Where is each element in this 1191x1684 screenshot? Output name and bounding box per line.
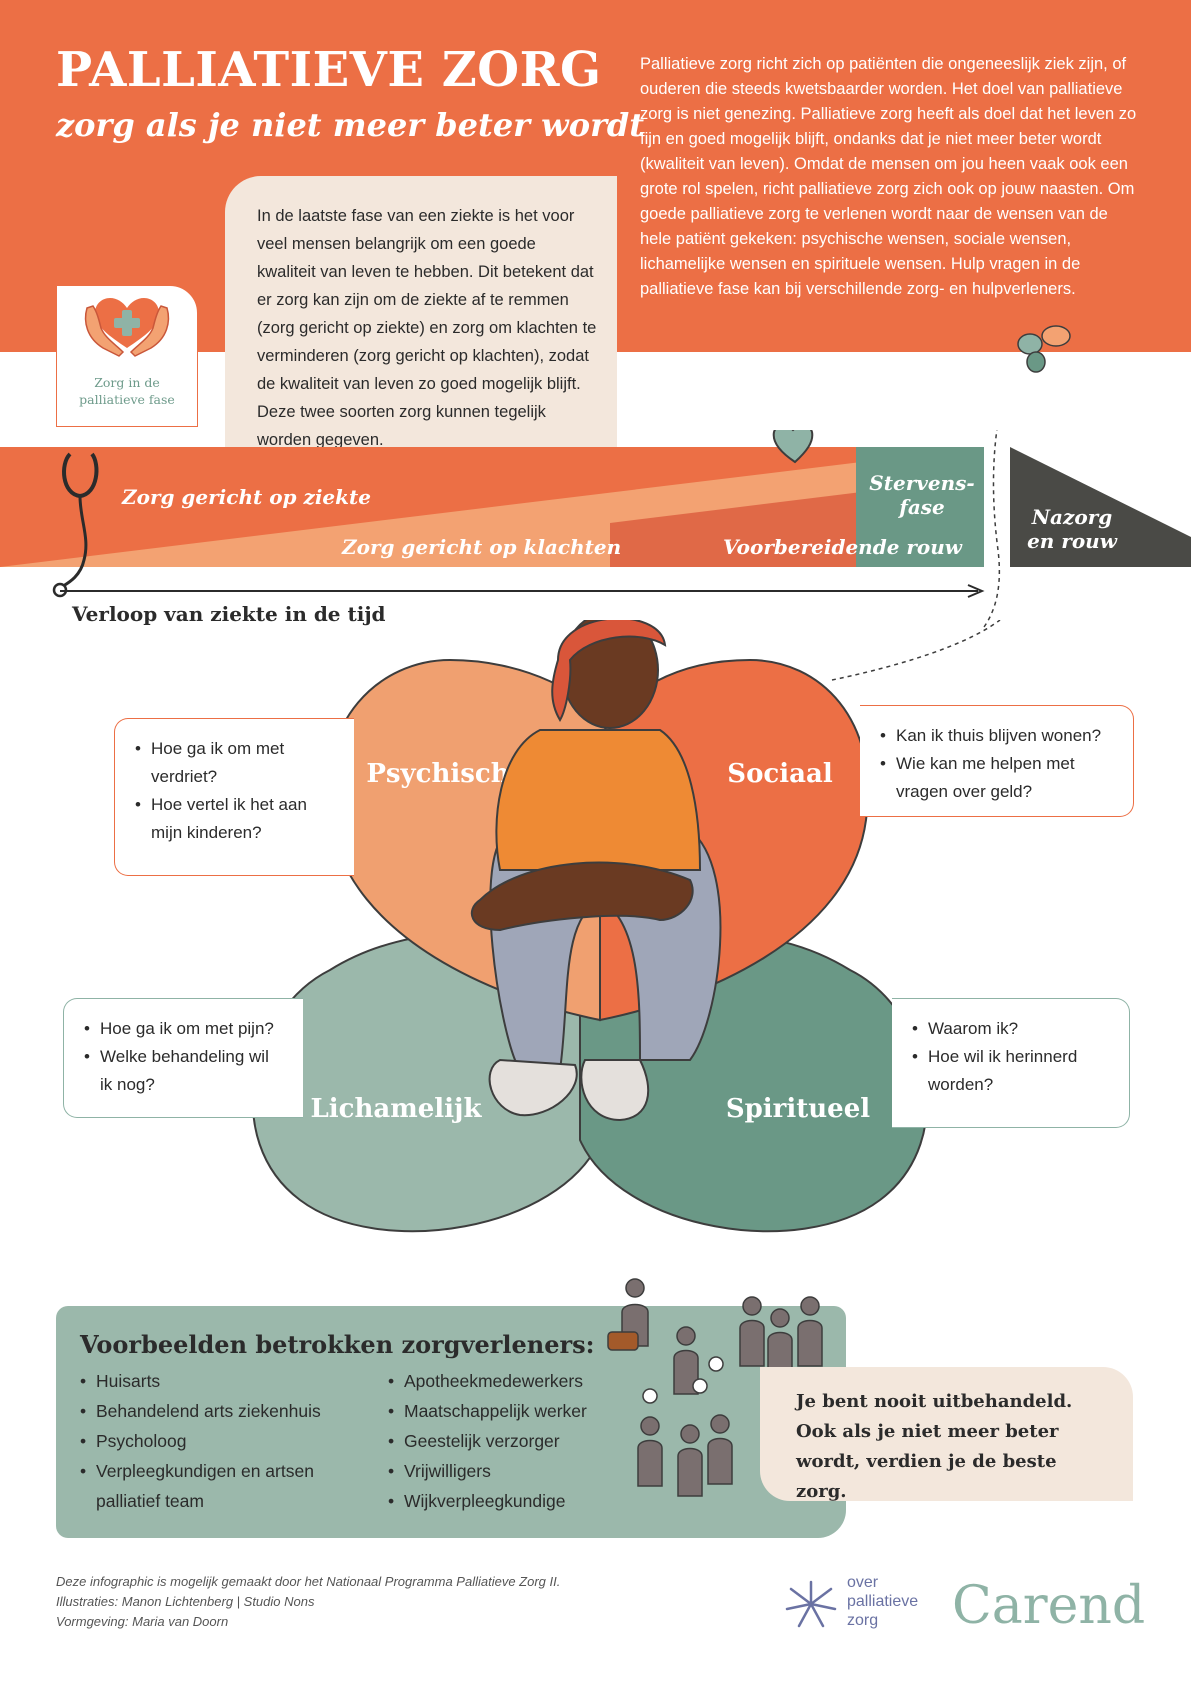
four-dimensions-diagram: Psychisch Sociaal Lichamelijk Spiritueel bbox=[252, 620, 1001, 1233]
care-timeline: Zorg gericht op ziekte Zorg gericht op k… bbox=[0, 430, 1191, 630]
credits: Deze infographic is mogelijk gemaakt doo… bbox=[56, 1572, 560, 1632]
care-provider-item: Psycholoog bbox=[80, 1426, 370, 1456]
opz-star-icon bbox=[785, 1580, 837, 1628]
care-provider-item: Behandelend arts ziekenhuis bbox=[80, 1396, 370, 1426]
butterfly-icon bbox=[1017, 325, 1071, 373]
psychisch-questions-box: Hoe ga ik om met verdriet? Hoe vertel ik… bbox=[114, 718, 354, 876]
lichamelijk-question: Hoe ga ik om met pijn? bbox=[84, 1015, 285, 1043]
timeline-aftercare-label-1: Nazorg bbox=[1031, 505, 1112, 529]
care-provider-item: Maatschappelijk werker bbox=[388, 1396, 648, 1426]
psychisch-question: Hoe vertel ik het aan mijn kinderen? bbox=[135, 791, 336, 847]
sociaal-connector-line bbox=[831, 620, 1001, 681]
spiritueel-label: Spiritueel bbox=[726, 1094, 870, 1124]
care-providers-title: Voorbeelden betrokken zorgverleners: bbox=[80, 1330, 595, 1359]
lichamelijk-label: Lichamelijk bbox=[311, 1094, 483, 1124]
spiritueel-question: Waarom ik? bbox=[912, 1015, 1111, 1043]
timeline-dying-phase-label-2: fase bbox=[897, 495, 945, 519]
spiritueel-questions-box: Waarom ik? Hoe wil ik herinnerd worden? bbox=[892, 998, 1130, 1128]
woman-right-shoe bbox=[580, 1059, 650, 1122]
care-providers-list-1: Huisarts Behandelend arts ziekenhuis Psy… bbox=[80, 1366, 370, 1516]
timeline-caption: Verloop van ziekte in de tijd bbox=[72, 602, 386, 626]
woman-left-shoe bbox=[488, 1058, 578, 1117]
woman-torso bbox=[495, 729, 702, 871]
sociaal-question: Kan ik thuis blijven wonen? bbox=[880, 722, 1115, 750]
sociaal-label: Sociaal bbox=[727, 759, 833, 789]
doctor-with-bag-icon bbox=[607, 1278, 649, 1351]
care-provider-item: Vrijwilligers bbox=[388, 1456, 648, 1486]
credit-line: Illustraties: Manon Lichtenberg | Studio… bbox=[56, 1594, 315, 1609]
lichamelijk-question: Welke behandeling wil ik nog? bbox=[84, 1043, 285, 1099]
care-provider-item: Apotheekmedewerkers bbox=[388, 1366, 648, 1396]
psychisch-label: Psychisch bbox=[366, 759, 509, 789]
spiritueel-question: Hoe wil ik herinnerd worden? bbox=[912, 1043, 1111, 1099]
closing-quote-card: Je bent nooit uitbehandeld. Ook als je n… bbox=[760, 1367, 1133, 1502]
care-provider-item: Geestelijk verzorger bbox=[388, 1426, 648, 1456]
opz-logo-text: over palliatieve zorg bbox=[847, 1574, 919, 1629]
woman-arms bbox=[470, 861, 694, 932]
butterfly-flight-path bbox=[980, 430, 1001, 630]
credit-line: Vormgeving: Maria van Doorn bbox=[56, 1614, 229, 1629]
lichamelijk-questions-box: Hoe ga ik om met pijn? Welke behandeling… bbox=[63, 998, 303, 1118]
timeline-anticipatory-grief-label: Voorbereidende rouw bbox=[723, 535, 963, 559]
credit-line: Deze infographic is mogelijk gemaakt doo… bbox=[56, 1574, 561, 1589]
logo-card-label: Zorg in de palliatieve fase bbox=[79, 375, 175, 407]
heart-icon bbox=[772, 430, 814, 464]
aftercare-block bbox=[1010, 447, 1191, 567]
care-provider-item: Wijkverpleegkundige bbox=[388, 1486, 648, 1516]
dying-phase-block bbox=[856, 447, 984, 567]
palliative-phase-logo-card: Zorg in de palliatieve fase bbox=[56, 285, 198, 427]
team-icon bbox=[739, 1296, 823, 1379]
closing-quote: Je bent nooit uitbehandeld. Ook als je n… bbox=[796, 1391, 1073, 1502]
phase-explanation-card: In de laatste fase van een ziekte is het… bbox=[225, 176, 617, 468]
care-providers-people-illustration bbox=[607, 1278, 823, 1497]
timeline-symptom-care-label: Zorg gericht op klachten bbox=[341, 535, 621, 559]
seated-woman-illustration bbox=[470, 620, 722, 1122]
sociaal-questions-box: Kan ik thuis blijven wonen? Wie kan me h… bbox=[860, 705, 1134, 817]
pharmacist-icon bbox=[673, 1326, 699, 1395]
timeline-dying-phase-label-1: Stervens- bbox=[869, 471, 974, 495]
time-axis-arrowhead bbox=[967, 584, 985, 598]
timeline-disease-care-label: Zorg gericht op ziekte bbox=[121, 485, 371, 509]
timeline-aftercare-label-2: en rouw bbox=[1027, 529, 1118, 553]
phase-explanation-text: In de laatste fase van een ziekte is het… bbox=[257, 207, 597, 449]
hands-heart-icon bbox=[84, 298, 170, 357]
woman-headscarf bbox=[551, 620, 667, 722]
care-providers-list-2: Apotheekmedewerkers Maatschappelijk werk… bbox=[388, 1366, 648, 1516]
psychisch-question: Hoe ga ik om met verdriet? bbox=[135, 735, 336, 791]
care-provider-item: Huisarts bbox=[80, 1366, 370, 1396]
page-title: PALLIATIEVE ZORG bbox=[56, 42, 602, 98]
questioning-people-icon bbox=[637, 1356, 733, 1497]
sociaal-question: Wie kan me helpen met vragen over geld? bbox=[880, 750, 1115, 806]
page-subtitle: zorg als je niet meer beter wordt bbox=[56, 106, 645, 144]
carend-logo: Carend bbox=[952, 1576, 1146, 1636]
over-palliatieve-zorg-logo: over palliatieve zorg bbox=[783, 1573, 943, 1633]
intro-paragraph: Palliatieve zorg richt zich op patiënten… bbox=[640, 55, 1137, 298]
care-provider-item: Verpleegkundigen en artsen palliatief te… bbox=[80, 1456, 370, 1516]
